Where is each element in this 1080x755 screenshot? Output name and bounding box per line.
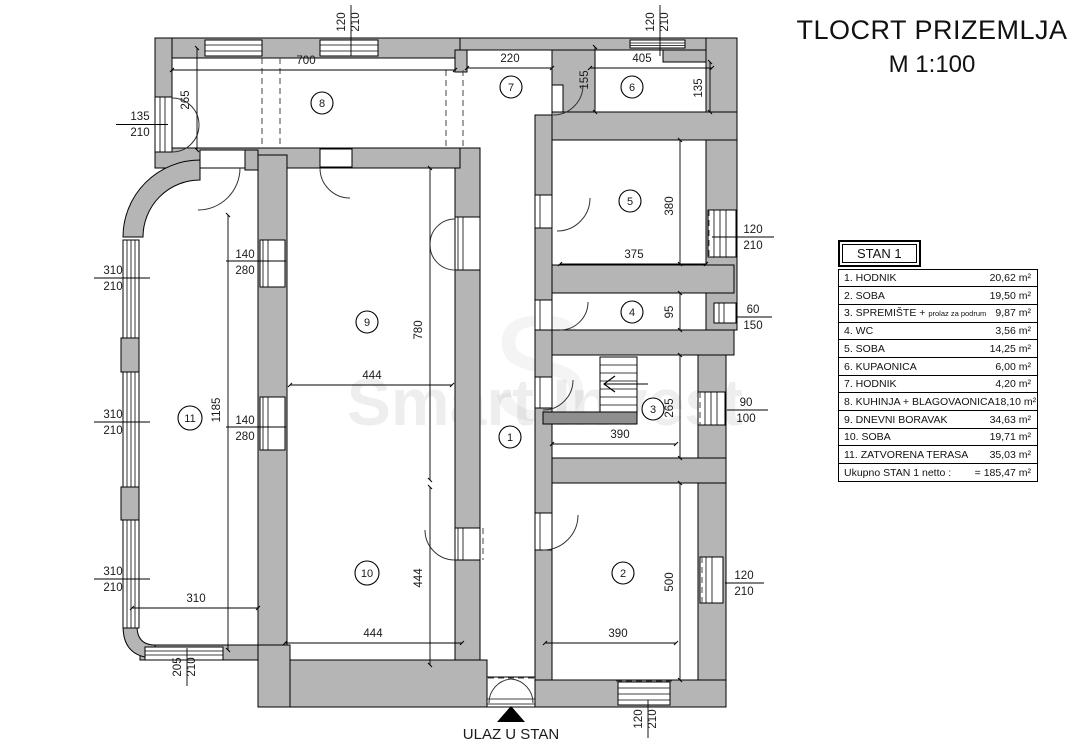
fr-90-100-a: 90 — [740, 397, 753, 409]
fr-top2-a: 120 — [645, 12, 657, 31]
page-title: TLOCRT PRIZEMLJA — [796, 15, 1068, 45]
entrance: ULAZ U STAN — [463, 706, 559, 743]
fr-top1-b: 210 — [350, 12, 362, 31]
room-badges: 1 2 3 4 5 6 7 8 9 10 11 — [177, 75, 665, 586]
scale-label: M 1:100 — [888, 50, 976, 78]
dim-444-room9: 444 — [362, 370, 382, 382]
fr-120-210-r2b: 210 — [734, 586, 753, 598]
fr-135-210-a: 135 — [130, 111, 149, 123]
dimension-lines — [94, 5, 774, 738]
room-badge-5: 5 — [618, 189, 642, 213]
entrance-arrow-icon — [497, 706, 525, 722]
dim-265-storage: 265 — [664, 398, 676, 417]
fr-bottom-a: 120 — [633, 709, 645, 728]
room-badge-2: 2 — [611, 561, 635, 585]
svg-text:5: 5 — [627, 196, 633, 208]
room-badge-9: 9 — [355, 310, 379, 334]
svg-text:8: 8 — [319, 98, 325, 110]
fr-top1-a: 120 — [336, 12, 348, 31]
fr-140-280-2b: 280 — [235, 431, 254, 443]
svg-text:2: 2 — [620, 568, 626, 580]
dim-444-room10h: 444 — [413, 568, 425, 588]
svg-text:7: 7 — [508, 82, 514, 94]
svg-text:4: 4 — [629, 307, 635, 319]
floor-plan-svg: S Smart Invest — [94, 5, 774, 743]
fr-140-280-1a: 140 — [235, 249, 254, 261]
legend-total-row: Ukupno STAN 1 netto := 185,47 m² — [838, 463, 1038, 483]
svg-text:11: 11 — [184, 413, 195, 425]
room-badge-6: 6 — [620, 75, 644, 99]
fr-120-210-r5b: 210 — [743, 240, 762, 252]
fr-90-100-b: 100 — [736, 413, 755, 425]
svg-text:3: 3 — [650, 404, 656, 416]
fr-310-210-3b: 210 — [103, 582, 122, 594]
dim-390-storage: 390 — [610, 429, 629, 441]
dimension-labels: 700 220 405 375 390 390 444 444 310 265 … — [103, 12, 762, 728]
dim-444-room10w: 444 — [363, 628, 383, 640]
legend-header: STAN 1 — [842, 244, 917, 263]
dim-310-bottom: 310 — [186, 593, 205, 605]
fr-top2-b: 210 — [659, 12, 671, 31]
glazing-lines — [126, 42, 727, 705]
fr-310-210-2a: 310 — [103, 409, 122, 421]
dim-155: 155 — [579, 70, 591, 89]
fr-120-210-r2a: 120 — [734, 570, 753, 582]
title-block: TLOCRT PRIZEMLJA M 1:100 — [782, 14, 1080, 80]
fr-60-150-a: 60 — [747, 304, 760, 316]
legend-header-box: STAN 1 — [838, 240, 921, 267]
dim-405: 405 — [632, 53, 651, 65]
dim-1185: 1185 — [211, 398, 223, 423]
room-badge-10: 10 — [354, 560, 380, 586]
fr-bottom-b: 210 — [647, 709, 659, 728]
dim-780: 780 — [413, 320, 425, 339]
dim-135-room6: 135 — [693, 78, 705, 97]
room-badge-11: 11 — [177, 405, 203, 431]
dim-380: 380 — [664, 196, 676, 215]
room-badge-4: 4 — [620, 300, 644, 324]
fr-120-210-r5a: 120 — [743, 224, 762, 236]
fr-310-210-1a: 310 — [103, 265, 122, 277]
fr-310-210-3a: 310 — [103, 566, 122, 578]
dim-700: 700 — [296, 55, 315, 67]
walls — [120, 37, 738, 708]
fr-140-280-1b: 280 — [235, 265, 254, 277]
room-badge-3: 3 — [641, 397, 665, 421]
svg-text:6: 6 — [629, 82, 635, 94]
svg-text:1: 1 — [507, 432, 513, 444]
fr-140-280-2a: 140 — [235, 415, 254, 427]
dim-500: 500 — [664, 572, 676, 591]
dashed-lines — [261, 58, 710, 682]
stairs — [542, 356, 648, 425]
stairs-landing — [542, 411, 638, 425]
fr-205-210-a: 205 — [172, 657, 184, 676]
svg-text:10: 10 — [361, 568, 373, 580]
fr-60-150-b: 150 — [743, 320, 762, 332]
dim-220: 220 — [500, 53, 519, 65]
room-badge-1: 1 — [498, 425, 522, 449]
room-badge-8: 8 — [310, 91, 334, 115]
fr-310-210-2b: 210 — [103, 425, 122, 437]
dim-375: 375 — [624, 249, 643, 261]
fr-205-210-b: 210 — [186, 657, 198, 676]
fr-310-210-1b: 210 — [103, 281, 122, 293]
fr-135-210-b: 210 — [130, 127, 149, 139]
entrance-label: ULAZ U STAN — [463, 726, 559, 743]
dim-265-nook: 265 — [180, 90, 192, 109]
room-badge-7: 7 — [499, 75, 523, 99]
dim-390-room2: 390 — [608, 628, 627, 640]
dim-95: 95 — [664, 306, 676, 319]
svg-text:9: 9 — [364, 317, 370, 329]
